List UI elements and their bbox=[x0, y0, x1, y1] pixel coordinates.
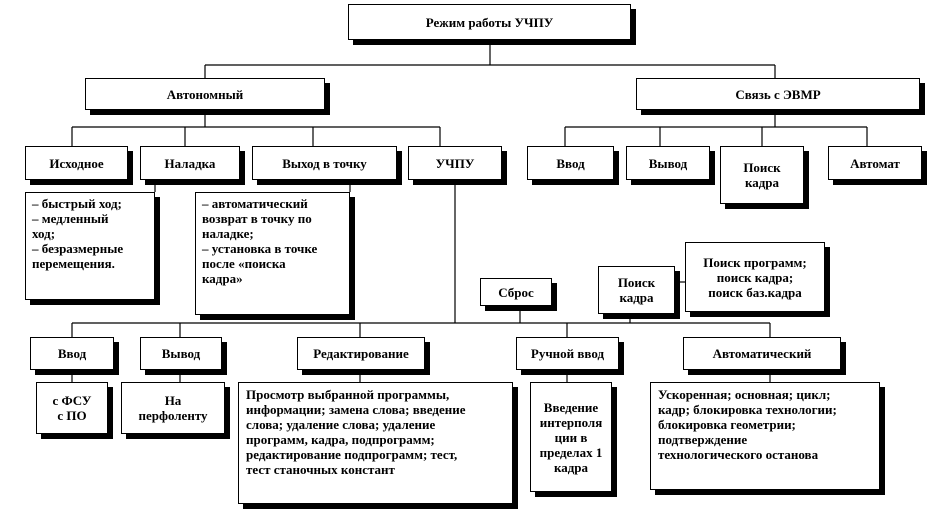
automatic-detail-2: кадр; блокировка технологии; bbox=[658, 402, 837, 417]
editing-detail-3: слова; удаление слова; удаление bbox=[246, 417, 436, 432]
goto-detail-2: возврат в точку по bbox=[202, 211, 312, 226]
node-uchpu-input: Ввод bbox=[30, 337, 114, 370]
node-autonomous: Автономный bbox=[85, 78, 325, 110]
node-initial: Исходное bbox=[25, 146, 128, 180]
node-goto-point: Выход в точку bbox=[252, 146, 397, 180]
uchpu-search-line-2: кадра bbox=[619, 290, 654, 305]
manual-detail-1: Введение bbox=[543, 399, 599, 415]
node-uchpu-search: Поиск кадра bbox=[598, 266, 675, 314]
editing-detail-5: редактирование подпрограмм; тест, bbox=[246, 447, 458, 462]
setup-details: – быстрый ход; – медленный ход; – безраз… bbox=[25, 192, 155, 300]
frame-search-line-1: Поиск bbox=[743, 160, 781, 175]
editing-details: Просмотр выбранной программы, информации… bbox=[238, 382, 513, 504]
manual-detail-3: ции в bbox=[554, 429, 588, 445]
node-computer-link: Связь с ЭВМР bbox=[636, 78, 920, 110]
node-link-output: Вывод bbox=[626, 146, 710, 180]
manual-detail-4: пределах 1 bbox=[539, 444, 603, 460]
uchpu-output-detail-1: На bbox=[164, 393, 182, 408]
goto-detail-1: – автоматический bbox=[202, 196, 308, 211]
search-detail-2: поиск кадра; bbox=[716, 269, 794, 285]
search-details: Поиск программ; поиск кадра; поиск баз.к… bbox=[685, 242, 825, 312]
setup-detail-1: – быстрый ход; bbox=[32, 196, 122, 211]
editing-detail-2: информации; замена слова; введение bbox=[246, 402, 466, 417]
automatic-details: Ускоренная; основная; цикл; кадр; блокир… bbox=[650, 382, 880, 490]
goto-detail-5: после «поиска bbox=[202, 256, 286, 271]
setup-detail-3: ход; bbox=[32, 226, 56, 241]
editing-detail-4: программ, кадра, подпрограмм; bbox=[246, 432, 435, 447]
automatic-detail-1: Ускоренная; основная; цикл; bbox=[658, 387, 831, 402]
node-editing: Редактирование bbox=[297, 337, 425, 370]
node-setup: Наладка bbox=[140, 146, 240, 180]
node-link-auto: Автомат bbox=[828, 146, 922, 180]
goto-detail-6: кадра» bbox=[202, 271, 243, 286]
node-uchpu-output: Вывод bbox=[140, 337, 222, 370]
search-detail-1: Поиск программ; bbox=[703, 254, 807, 270]
node-frame-search: Поиск кадра bbox=[720, 146, 804, 204]
manual-input-details: Введение интерполя ции в пределах 1 кадр… bbox=[530, 382, 612, 492]
node-manual-input: Ручной ввод bbox=[516, 337, 619, 370]
goto-detail-4: – установка в точке bbox=[202, 241, 318, 256]
goto-point-details: – автоматический возврат в точку по нала… bbox=[195, 192, 350, 315]
setup-detail-5: перемещения. bbox=[32, 256, 115, 271]
frame-search-line-2: кадра bbox=[744, 175, 780, 190]
uchpu-output-detail-2: перфоленту bbox=[138, 408, 208, 423]
automatic-detail-3: блокировка геометрии; bbox=[658, 417, 796, 432]
setup-detail-2: – медленный bbox=[32, 211, 109, 226]
root-node: Режим работы УЧПУ bbox=[348, 4, 631, 40]
node-automatic: Автоматический bbox=[683, 337, 841, 370]
manual-detail-5: кадра bbox=[553, 459, 589, 475]
goto-detail-3: наладке; bbox=[202, 226, 254, 241]
editing-detail-1: Просмотр выбранной программы, bbox=[246, 387, 450, 402]
search-detail-3: поиск баз.кадра bbox=[708, 284, 802, 300]
automatic-detail-5: технологического останова bbox=[658, 447, 819, 462]
uchpu-input-details: с ФСУ с ПО bbox=[36, 382, 108, 434]
node-link-input: Ввод bbox=[527, 146, 614, 180]
uchpu-output-details: На перфоленту bbox=[121, 382, 225, 434]
uchpu-input-detail-1: с ФСУ bbox=[52, 393, 92, 408]
uchpu-search-line-1: Поиск bbox=[617, 275, 656, 290]
manual-detail-2: интерполя bbox=[539, 414, 603, 430]
setup-detail-4: – безразмерные bbox=[32, 241, 124, 256]
editing-detail-6: тест станочных констант bbox=[246, 462, 395, 477]
node-uchpu: УЧПУ bbox=[408, 146, 502, 180]
uchpu-input-detail-2: с ПО bbox=[57, 408, 87, 423]
node-reset: Сброс bbox=[480, 278, 552, 306]
automatic-detail-4: подтверждение bbox=[658, 432, 748, 447]
